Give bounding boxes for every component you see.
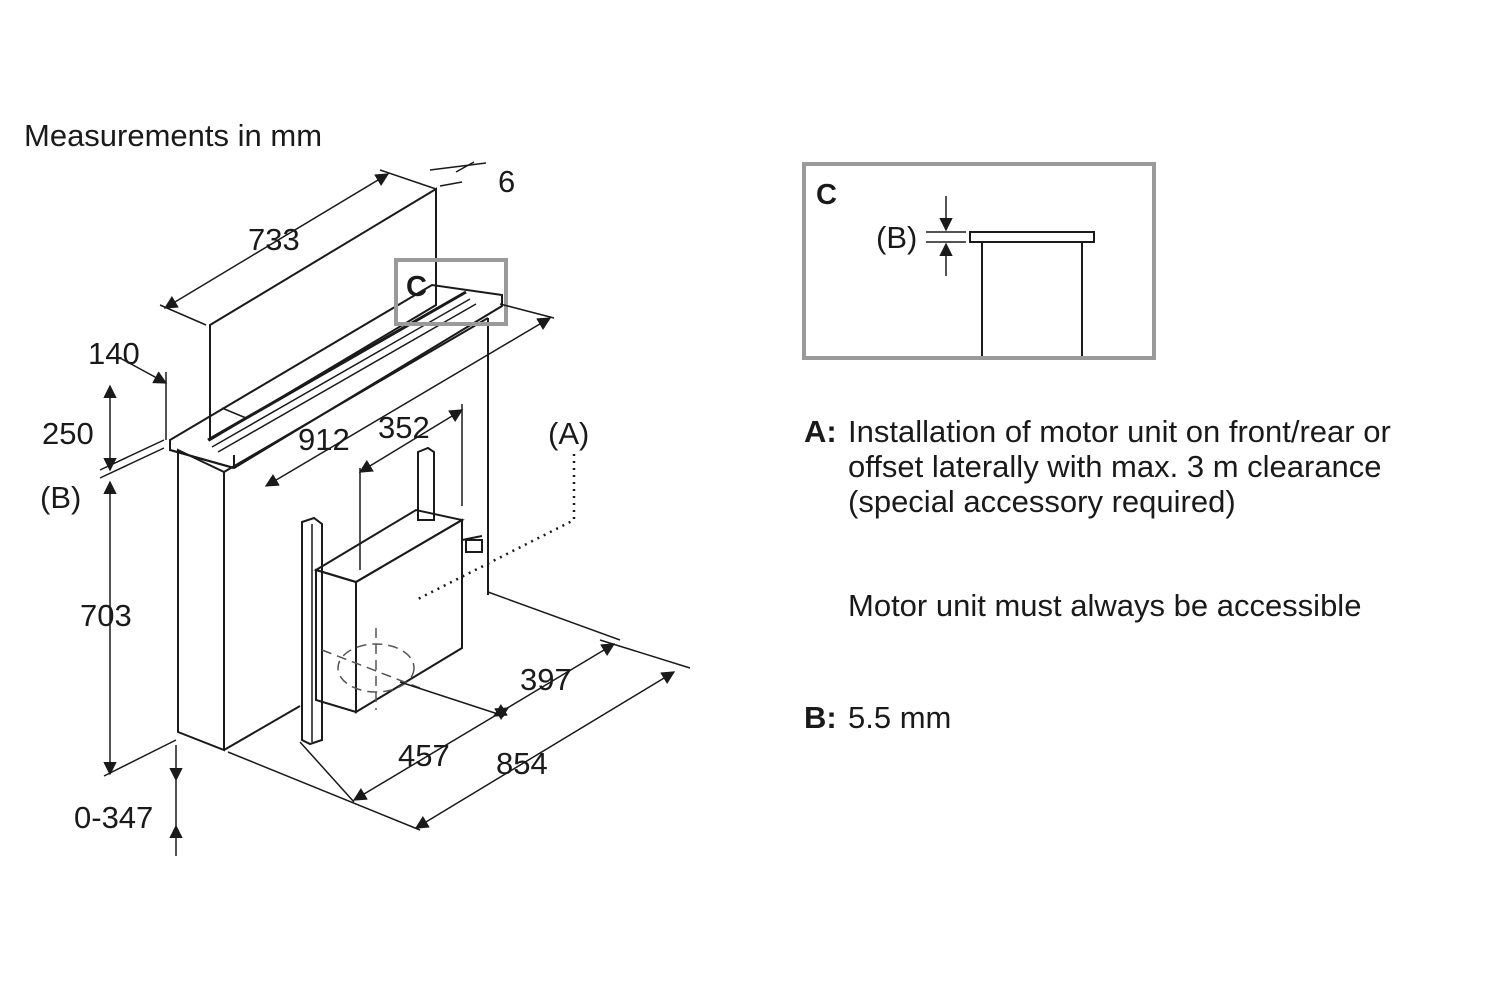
dimension-397: 397 [399,591,621,717]
svg-text:457: 457 [398,738,450,773]
dimension-733: 733 [159,169,437,326]
svg-text:140: 140 [88,336,140,371]
dimension-b-left: (B) [40,480,81,515]
svg-text:(A): (A) [548,416,589,451]
legend-a-line3: (special accessory required) [848,484,1236,519]
hidden-connection [321,628,421,710]
legend-b-text: 5.5 mm [848,700,952,735]
svg-text:352: 352 [378,410,430,445]
diagram-title: Measurements in mm [24,118,322,153]
dimension-912: 912 [221,303,555,487]
right-pipe [417,446,435,521]
svg-text:912: 912 [298,422,350,457]
detail-c-box: C (B) [802,162,1156,360]
svg-text:0-347: 0-347 [74,800,153,835]
svg-text:397: 397 [520,662,572,697]
legend-a-key: A: [804,414,837,449]
glass-panel [209,187,437,442]
svg-text:733: 733 [248,222,300,257]
svg-text:250: 250 [42,416,94,451]
legend-note: Motor unit must always be accessible [848,588,1361,623]
dimension-a-pointer: (A) [415,416,589,602]
dimension-140: 140 [88,336,168,440]
legend-b-key: B: [804,700,837,735]
legend-a-line1: Installation of motor unit on front/rear… [848,414,1391,449]
svg-text:C: C [816,179,837,211]
svg-text:854: 854 [496,746,548,781]
dimension-6: 6 [429,161,515,199]
dimension-703: 703 [80,480,177,777]
svg-text:703: 703 [80,598,132,633]
legend-b: B: 5.5 mm [804,700,951,735]
dimension-0-347: 0-347 [74,745,183,856]
dimension-457: 457 [299,707,510,803]
motor-unit [313,508,483,714]
dimension-854: 854 [227,639,691,831]
callout-c-label: C [406,271,427,303]
dimension-250: 250 [42,384,165,479]
legend-note-text: Motor unit must always be accessible [848,588,1362,623]
svg-text:6: 6 [498,164,515,199]
detail-b-label: (B) [876,220,917,255]
legend-a-line2: offset laterally with max. 3 m clearance [848,449,1382,484]
left-pipe [301,516,323,746]
dimension-352: 352 [358,404,464,570]
legend-a: A: Installation of motor unit on front/re… [804,414,1488,519]
